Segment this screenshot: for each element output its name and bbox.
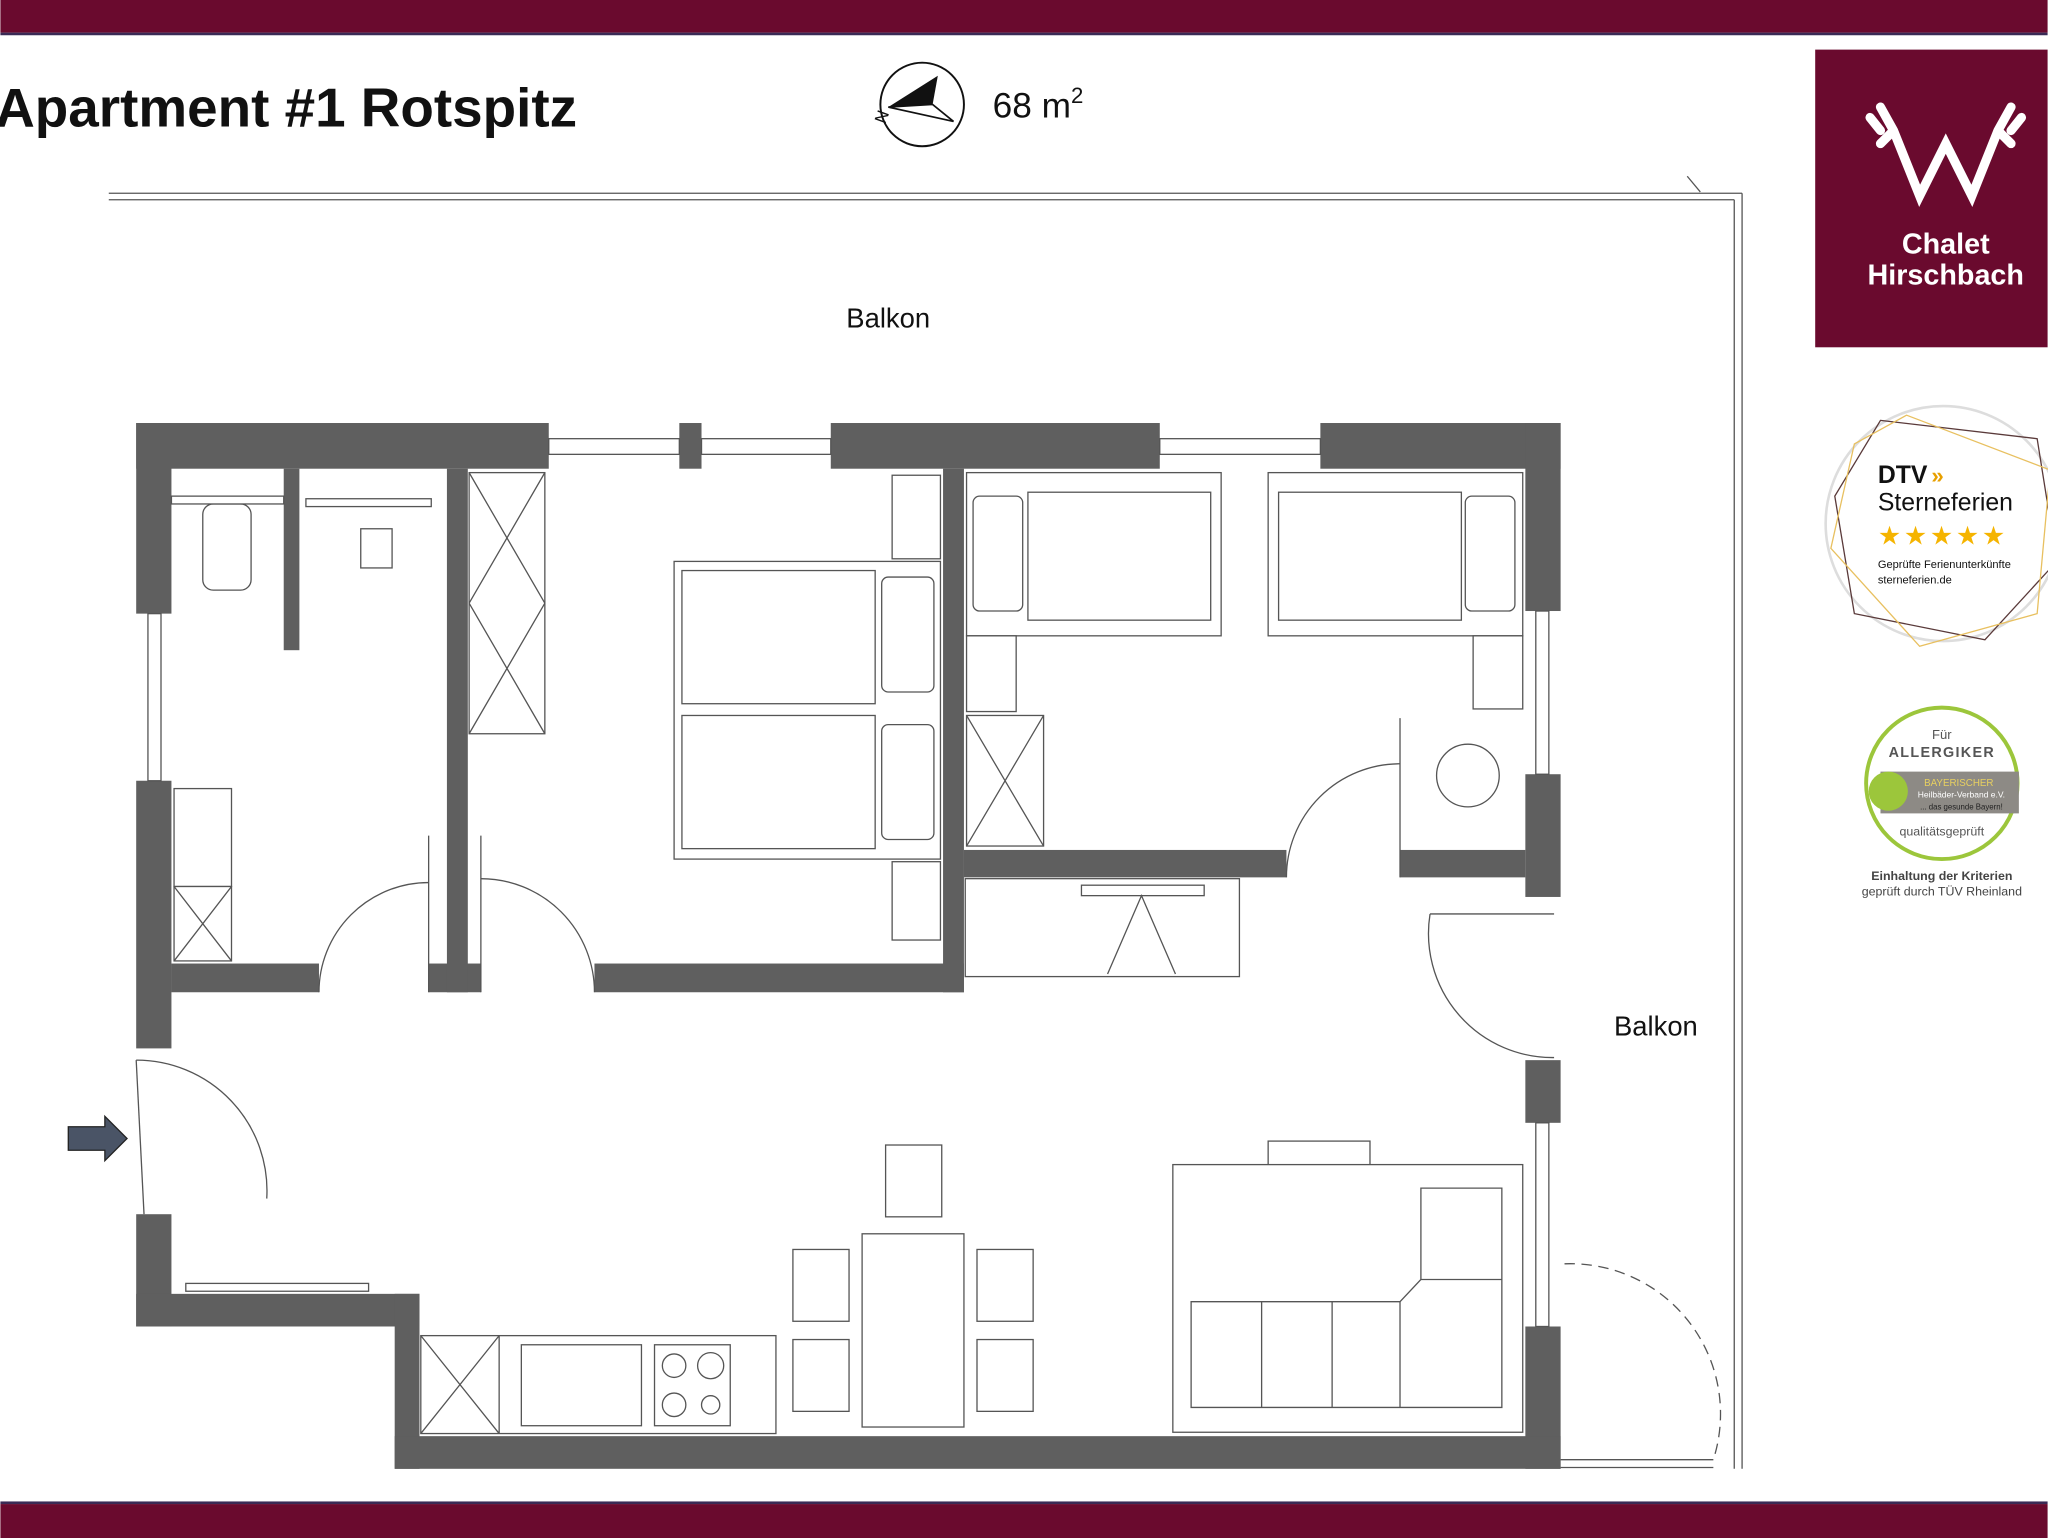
svg-text:ALLERGIKER: ALLERGIKER (1889, 745, 1995, 761)
allergiker-badge: Für ALLERGIKER BAYERISCHER Heilbäder-Ver… (1862, 705, 2022, 899)
shower-icon (360, 528, 393, 569)
svg-text:Sterneferien: Sterneferien (1878, 489, 2013, 516)
balcony-label-top: Balkon (846, 303, 930, 334)
kitchen-sink-icon (520, 1344, 643, 1427)
svg-text:qualitätsgeprüft: qualitätsgeprüft (1899, 825, 1984, 839)
five-stars-icon: ★★★★★ (1878, 520, 2008, 550)
windows (147, 438, 1550, 1328)
svg-text:»: » (1931, 463, 1943, 488)
entrance-arrow-icon (67, 1114, 128, 1163)
bottom-bar (0, 1504, 2048, 1538)
svg-text:sterneferien.de: sterneferien.de (1878, 575, 1952, 587)
furniture (170, 471, 1524, 1435)
svg-text:Geprüfte Ferienunterkünfte: Geprüfte Ferienunterkünfte (1878, 559, 2011, 571)
chalet-hirschbach-logo: Chalet Hirschbach (1815, 49, 2048, 348)
dtv-sterneferien-badge: DTV » Sterneferien ★★★★★ Geprüfte Ferien… (1824, 404, 2048, 648)
svg-text:Hirschbach: Hirschbach (1868, 260, 2024, 292)
top-bar (0, 0, 2048, 33)
page-title: Apartment #1 Rotspitz (0, 77, 577, 139)
walls (136, 423, 1561, 1469)
svg-text:Für: Für (1932, 727, 1952, 742)
doors (135, 718, 1722, 1460)
area-label: 68 m2 (993, 83, 1084, 125)
svg-text:DTV: DTV (1878, 462, 1928, 489)
svg-text:BAYERISCHER: BAYERISCHER (1924, 778, 1993, 789)
wardrobe (468, 471, 546, 735)
dining-table (861, 1233, 965, 1428)
wave-icon (1868, 771, 1908, 811)
svg-text:N: N (871, 108, 893, 126)
balcony-label-right: Balkon (1614, 1010, 1698, 1041)
antler-w-icon (1865, 102, 2027, 207)
svg-text:... das gesunde Bayern!: ... das gesunde Bayern! (1920, 802, 2003, 811)
compass-icon: N (871, 61, 965, 148)
balcony-outline (108, 175, 1743, 1469)
sink-icon (173, 787, 233, 888)
svg-text:geprüft durch TÜV Rheinland: geprüft durch TÜV Rheinland (1862, 885, 2022, 899)
stove-icon (653, 1344, 731, 1427)
svg-text:Heilbäder-Verband e.V.: Heilbäder-Verband e.V. (1918, 790, 2005, 800)
svg-text:Chalet: Chalet (1902, 228, 1990, 260)
toilet-icon (202, 503, 252, 591)
svg-text:Einhaltung der Kriterien: Einhaltung der Kriterien (1871, 869, 2012, 883)
